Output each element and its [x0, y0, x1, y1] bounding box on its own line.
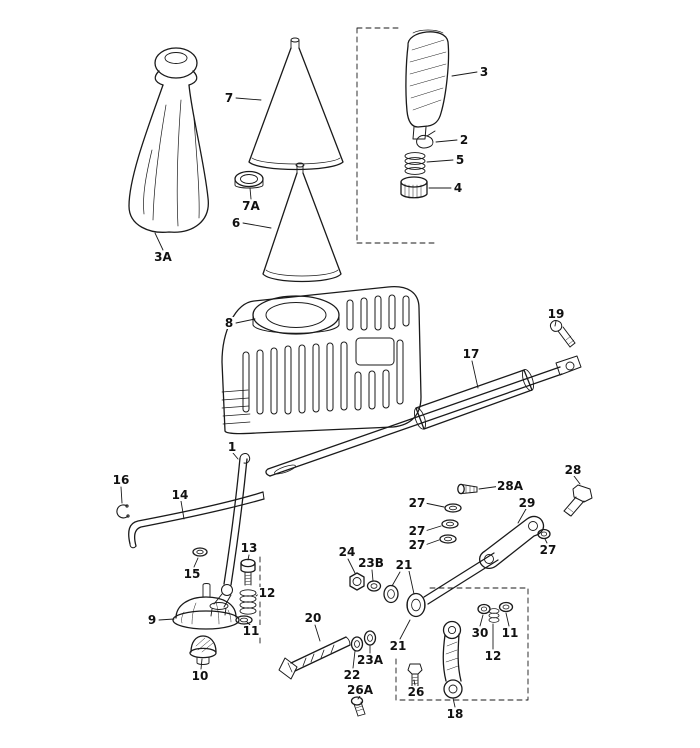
- part-shaft-20: [278, 636, 351, 680]
- part-washer-11-right: [498, 601, 514, 613]
- part-bushing-21-a: [383, 584, 399, 604]
- part-bolt-13: [240, 558, 256, 586]
- part-boot-cone-6: [262, 162, 342, 283]
- part-ring-7A: [234, 170, 264, 189]
- part-washer-27-3: [439, 534, 457, 544]
- part-washer-27-1: [444, 503, 462, 513]
- part-bell-crank-29: [478, 515, 545, 570]
- part-cap-10: [189, 635, 217, 665]
- part-washer-15: [192, 547, 208, 557]
- part-shift-rod-17: [265, 355, 582, 477]
- part-spring-12-right: [488, 608, 500, 623]
- part-bushing-21-b: [406, 592, 426, 618]
- assembly-boundary-bottom: [395, 587, 529, 701]
- part-clip-16: [116, 504, 130, 519]
- part-shift-console-8: [221, 286, 422, 435]
- part-washer-27-right: [537, 528, 551, 540]
- part-washer-22: [350, 636, 364, 652]
- part-pivot-base-9: [172, 583, 240, 630]
- part-nut-4: [400, 176, 428, 199]
- part-screw-19: [550, 320, 576, 348]
- assembly-boundary-top: [356, 27, 439, 244]
- part-shift-lever-1: [209, 453, 251, 617]
- part-shift-knob-3A: [128, 47, 209, 233]
- part-washer-23A: [363, 630, 377, 646]
- part-bolt-28A: [457, 483, 478, 495]
- part-bolt-28: [563, 484, 593, 517]
- part-nut-24: [349, 572, 365, 591]
- part-washer-30: [477, 603, 491, 615]
- part-link-rod: [423, 552, 499, 605]
- part-spring-5: [404, 152, 426, 175]
- part-boot-cone-7: [248, 37, 344, 171]
- part-screw-26A: [350, 696, 366, 717]
- part-selector-rod-14: [128, 491, 265, 549]
- part-spring-12-left: [239, 589, 257, 615]
- part-screw-26: [407, 663, 423, 690]
- part-lever-18: [442, 620, 463, 699]
- leader-lines: [120, 71, 581, 708]
- part-washer-23B: [366, 580, 382, 592]
- part-clip-2: [416, 130, 436, 149]
- part-shift-knob-3: [405, 29, 450, 140]
- part-washer-11-left: [235, 615, 253, 625]
- part-washer-27-2: [441, 519, 459, 529]
